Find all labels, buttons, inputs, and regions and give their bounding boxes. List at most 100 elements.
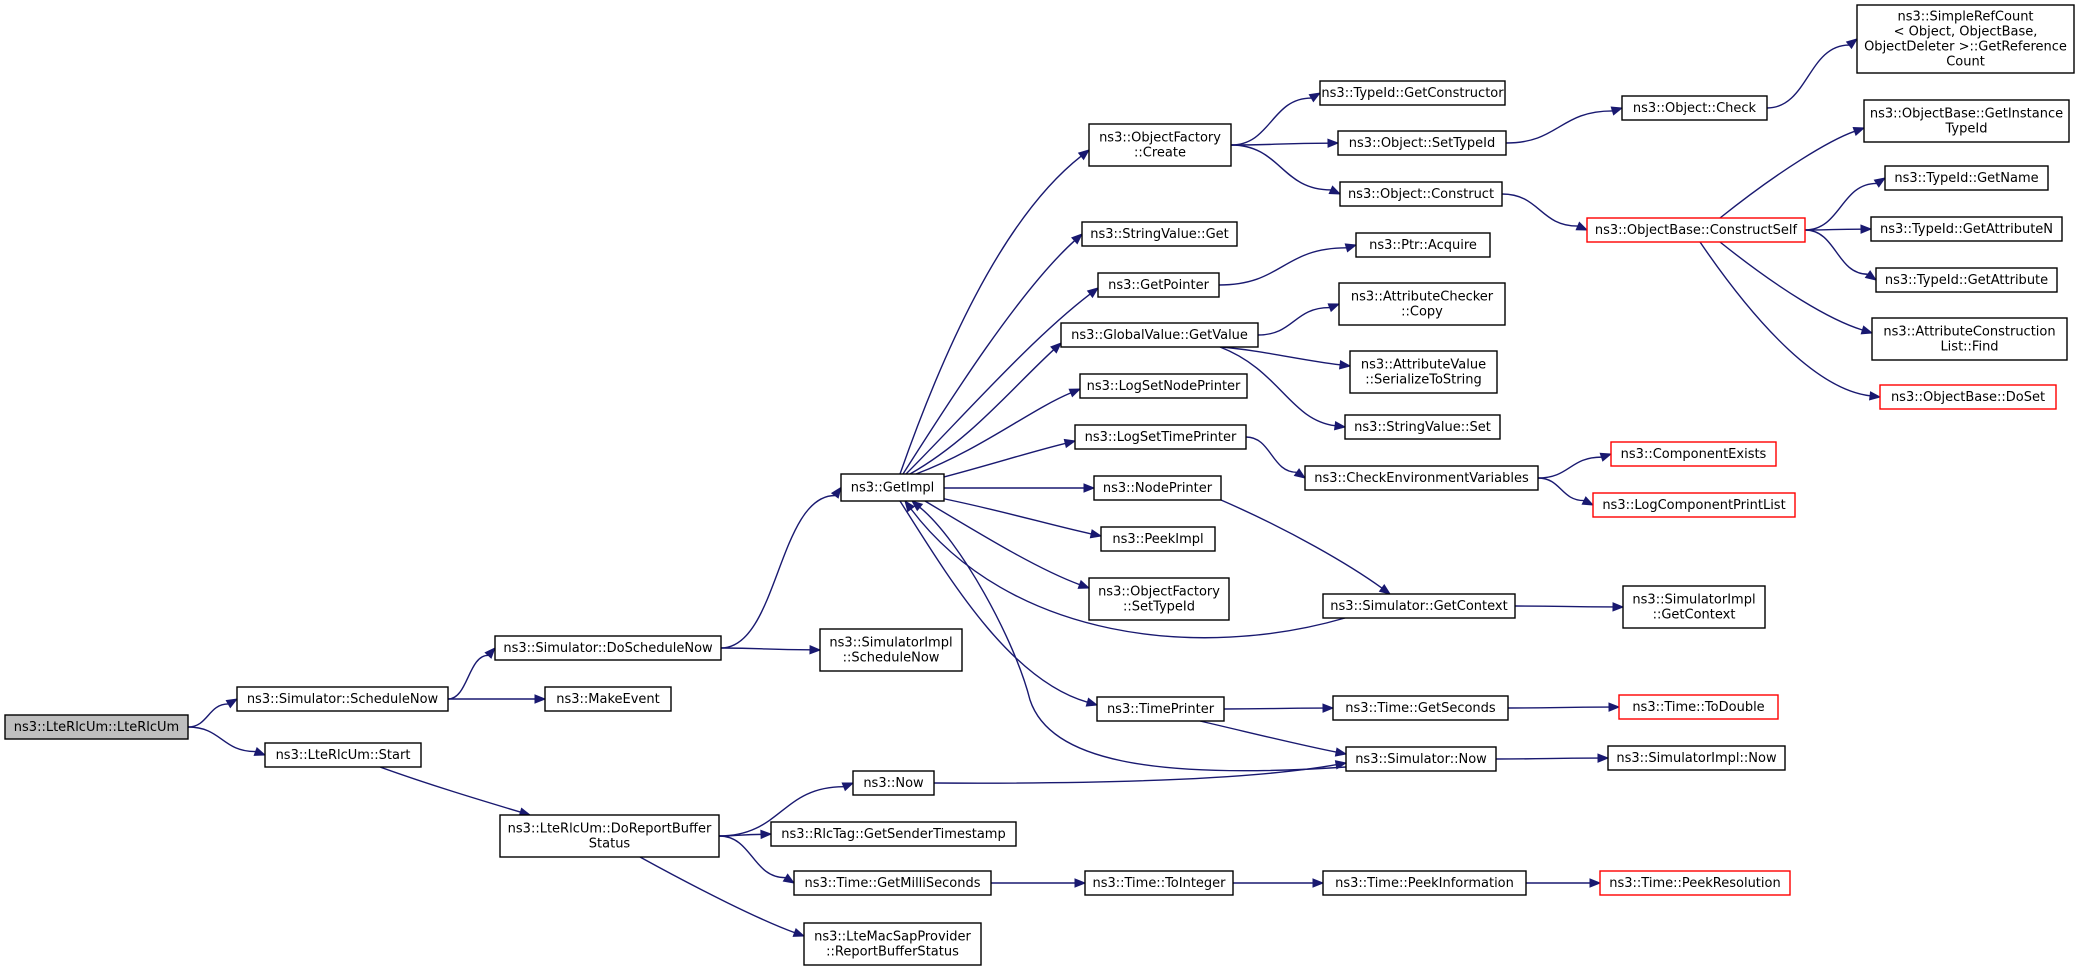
node-n2[interactable]: ns3::LteRlcUm::Start [264,742,422,768]
node-n22[interactable]: ns3::AttributeValue::SerializeToString [1349,350,1498,394]
edge-n24-to-n38 [1537,477,1595,506]
node-n45[interactable]: ns3::Time::GetMilliSeconds [793,870,992,896]
node-n30[interactable]: ns3::ObjectBase::ConstructSelf [1586,217,1806,243]
node-n48[interactable]: ns3::Time::PeekInformation [1322,870,1527,896]
node-n7[interactable]: ns3::ObjectFactory::Create [1088,123,1232,167]
node-n13[interactable]: ns3::NodePrinter [1093,475,1222,501]
node-n24[interactable]: ns3::CheckEnvironmentVariables [1304,465,1539,491]
edge-line [899,155,1082,475]
node-n19[interactable]: ns3::Object::Construct [1339,181,1503,207]
node-box [1096,696,1225,722]
edge-n3-to-n6 [720,645,822,655]
node-label: ns3::Simulator::GetContext [1330,599,1507,614]
edge-arrowhead [1873,177,1887,188]
node-n21[interactable]: ns3::AttributeChecker::Copy [1338,282,1506,326]
edge-arrowhead [1597,753,1610,763]
edge-n16-to-n27 [1199,720,1348,757]
node-n41[interactable]: ns3::SimulatorImpl::Now [1607,745,1786,771]
node-n10[interactable]: ns3::GlobalValue::GetValue [1060,322,1259,348]
node-box [1081,221,1238,247]
edge-n25-to-n5 [904,499,1346,639]
edge-line [720,494,836,649]
node-n1[interactable]: ns3::Simulator::ScheduleNow [236,686,449,712]
edge-n30-to-n32 [1804,177,1887,231]
edge-line [720,647,811,651]
node-n0[interactable]: ns3::LteRlcUm::LteRlcUm [4,714,189,740]
edge-arrowhead [1322,703,1335,713]
node-label: ::ReportBufferStatus [826,945,959,960]
node-box [1088,123,1232,167]
node-n33[interactable]: ns3::TypeId::GetAttributeN [1870,216,2063,242]
node-n11[interactable]: ns3::LogSetNodePrinter [1079,373,1248,399]
edge-line [1507,706,1610,709]
node-n16[interactable]: ns3::TimePrinter [1096,696,1225,722]
node-n34[interactable]: ns3::TypeId::GetAttribute [1875,267,2058,293]
node-n40[interactable]: ns3::Time::ToDouble [1618,694,1779,720]
node-n5[interactable]: ns3::GetImpl [840,473,945,502]
edge-n10-to-n23 [1219,346,1347,431]
node-label: ::SetTypeId [1123,600,1195,615]
node-n18[interactable]: ns3::Object::SetTypeId [1337,130,1507,156]
node-box [840,473,945,502]
edge-line [919,506,1347,772]
node-n37[interactable]: ns3::ComponentExists [1610,441,1777,467]
edge-line [939,497,1092,535]
node-n20[interactable]: ns3::Ptr::Acquire [1355,232,1491,258]
edge-arrowhead [1063,438,1077,449]
node-n3[interactable]: ns3::Simulator::DoScheduleNow [494,635,722,661]
node-n17[interactable]: ns3::TypeId::GetConstructor [1319,80,1506,106]
node-n28[interactable]: ns3::Object::Check [1621,95,1768,121]
edge-arrowhead [1869,391,1882,401]
node-label: ns3::MakeEvent [556,692,660,707]
node-n26[interactable]: ns3::Time::GetSeconds [1332,695,1509,721]
edge-line [1804,229,1868,275]
node-n27[interactable]: ns3::Simulator::Now [1345,746,1497,772]
node-n14[interactable]: ns3::PeekImpl [1100,526,1216,552]
node-box [1100,526,1216,552]
node-n49[interactable]: ns3::Time::PeekResolution [1599,870,1791,896]
node-n6[interactable]: ns3::SimulatorImpl::ScheduleNow [819,628,963,672]
edge-arrowhead [1077,149,1091,161]
node-n36[interactable]: ns3::ObjectBase::DoSet [1879,384,2057,410]
node-n12[interactable]: ns3::LogSetTimePrinter [1074,424,1247,450]
edge-n5-to-n10 [909,342,1062,475]
node-n29[interactable]: ns3::SimpleRefCount< Object, ObjectBase,… [1856,4,2075,74]
node-n46[interactable]: ns3::LteMacSapProvider::ReportBufferStat… [803,922,982,966]
node-n25[interactable]: ns3::Simulator::GetContext [1322,593,1516,619]
node-label: ns3::Time::ToDouble [1632,700,1764,715]
node-box [819,628,963,672]
node-n9[interactable]: ns3::GetPointer [1097,272,1220,298]
node-box [1084,870,1234,896]
node-box [1355,232,1491,258]
node-box [236,686,449,712]
edge-n5-to-n12 [939,438,1077,479]
node-n4[interactable]: ns3::MakeEvent [544,686,672,712]
edge-arrowhead [1864,270,1878,281]
edge-arrowhead [1083,483,1096,493]
node-label: ns3::TypeId::GetName [1894,171,2038,186]
node-n44[interactable]: ns3::RlcTag::GetSenderTimestamp [770,821,1017,847]
node-label: ::ScheduleNow [843,651,940,666]
node-n8[interactable]: ns3::StringValue::Get [1081,221,1238,247]
nodes-layer: ns3::LteRlcUm::LteRlcUm ns3::Simulator::S… [4,4,2075,966]
node-n32[interactable]: ns3::TypeId::GetName [1884,165,2049,191]
node-n15[interactable]: ns3::ObjectFactory::SetTypeId [1088,577,1230,621]
node-n47[interactable]: ns3::Time::ToInteger [1084,870,1234,896]
node-box [1607,745,1786,771]
node-n23[interactable]: ns3::StringValue::Set [1344,414,1501,440]
node-box [1337,130,1507,156]
node-label: ns3::LogSetTimePrinter [1085,430,1237,445]
node-box [1349,350,1498,394]
node-box [1344,414,1501,440]
node-box [1884,165,2049,191]
node-n43[interactable]: ns3::Now [852,770,935,796]
node-n39[interactable]: ns3::SimulatorImpl::GetContext [1622,585,1766,629]
node-n38[interactable]: ns3::LogComponentPrintList [1592,492,1796,518]
edge-arrowhead [1852,127,1866,136]
edge-n10-to-n21 [1257,303,1341,336]
edge-line [939,442,1066,479]
edge-line [718,785,844,837]
